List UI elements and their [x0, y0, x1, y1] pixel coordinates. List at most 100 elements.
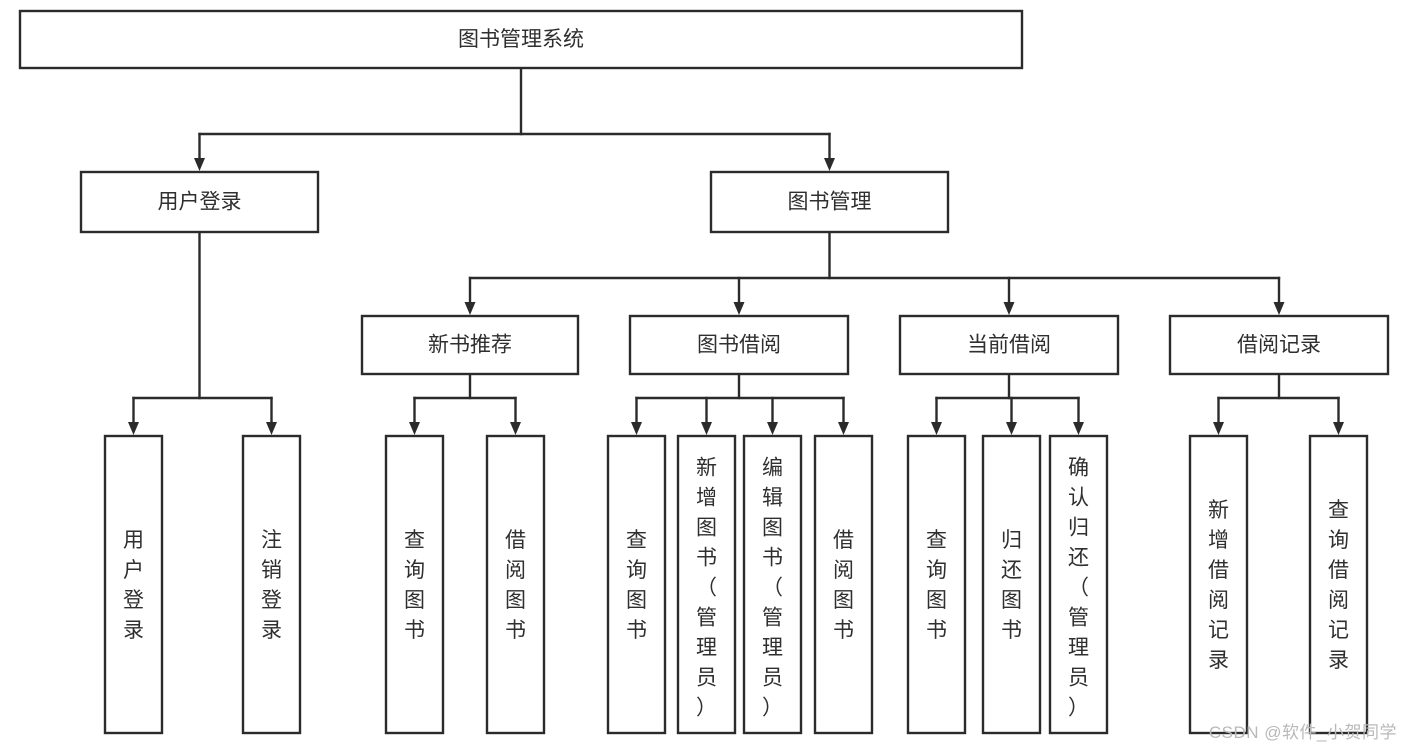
- node-label-char: 阅: [1208, 589, 1229, 612]
- node-label-char: 编: [762, 457, 783, 480]
- arrow-head-icon: [733, 302, 745, 315]
- node-label-char: （: [696, 577, 717, 600]
- node-label-char: 登: [261, 589, 282, 612]
- node-label: 当前借阅: [967, 334, 1051, 357]
- node-l3-borrow[interactable]: 图书借阅: [628, 314, 850, 376]
- node-label-char: 书: [626, 619, 647, 642]
- node-root[interactable]: 图书管理系统: [18, 9, 1024, 70]
- arrow-head-icon: [931, 422, 942, 435]
- node-label-char: 借: [833, 529, 854, 552]
- node-label-char: 增: [696, 487, 717, 510]
- node-label-char: 增: [1208, 529, 1229, 552]
- node-label: 图书管理系统: [458, 28, 584, 51]
- node-label-char: 户: [123, 559, 144, 582]
- node-label-char: 管: [696, 607, 717, 630]
- node-box: [103, 434, 164, 735]
- node-box: [18, 9, 1024, 70]
- node-label-char: 归: [1001, 529, 1022, 552]
- arrow-head-icon: [194, 158, 205, 171]
- node-box: [1168, 314, 1390, 376]
- node-box: [906, 434, 967, 735]
- node-box: [1048, 434, 1109, 735]
- edges-layer: [128, 66, 1344, 435]
- node-label-char: 查: [926, 529, 947, 552]
- node-label-char: 书: [505, 619, 526, 642]
- node-label: 用户登录: [158, 191, 242, 214]
- node-label-char: 借: [1208, 559, 1229, 582]
- node-label-char: 查: [404, 529, 425, 552]
- node-label-char: 归: [1068, 517, 1089, 540]
- node-label-char: （: [762, 577, 783, 600]
- arrow-head-icon: [767, 422, 778, 435]
- node-label-char: 书: [696, 547, 717, 570]
- node-label-char: 图: [926, 589, 947, 612]
- node-label-char: 图: [626, 589, 647, 612]
- node-label-char: 理: [696, 637, 717, 660]
- node-l2-user-login[interactable]: 用户登录: [79, 170, 320, 234]
- node-label-char: 询: [626, 559, 647, 582]
- node-box: [981, 434, 1042, 735]
- node-box: [709, 170, 950, 234]
- node-l2-book-manage[interactable]: 图书管理: [709, 170, 950, 234]
- csdn-watermark: CSDN @软件_小贺同学: [1208, 723, 1397, 742]
- node-label: 图书管理: [788, 191, 872, 214]
- node-label-char: 登: [123, 589, 144, 612]
- node-box: [742, 434, 803, 735]
- node-label-char: ）: [762, 697, 783, 720]
- node-box: [676, 434, 737, 735]
- node-label-char: 录: [123, 619, 144, 642]
- node-label-char: 认: [1068, 487, 1089, 510]
- node-label-char: 查: [1328, 499, 1349, 522]
- node-label-char: 图: [1001, 589, 1022, 612]
- node-label-char: 确: [1068, 457, 1089, 480]
- node-label-char: 还: [1068, 547, 1089, 570]
- node-label-char: （: [1068, 577, 1089, 600]
- node-label-char: 记: [1208, 619, 1229, 642]
- node-label: 借阅记录: [1237, 334, 1321, 357]
- node-l3-new-book[interactable]: 新书推荐: [360, 314, 580, 376]
- node-box: [1188, 434, 1249, 735]
- node-label-char: 销: [261, 559, 282, 582]
- node-label-char: 注: [261, 529, 282, 552]
- arrow-head-icon: [128, 422, 139, 435]
- node-label: 新书推荐: [428, 334, 512, 357]
- node-label-char: 书: [926, 619, 947, 642]
- arrow-head-icon: [464, 302, 476, 315]
- arrow-head-icon: [701, 422, 712, 435]
- arrow-head-icon: [824, 158, 835, 171]
- node-label-char: 新: [1208, 499, 1229, 522]
- arrow-head-icon: [1273, 302, 1285, 315]
- node-label-char: 还: [1001, 559, 1022, 582]
- arrow-head-icon: [1333, 422, 1344, 435]
- node-label-char: ）: [696, 697, 717, 720]
- node-label-char: 图: [505, 589, 526, 612]
- node-label-char: 图: [696, 517, 717, 540]
- node-label-char: 查: [626, 529, 647, 552]
- node-l3-record[interactable]: 借阅记录: [1168, 314, 1390, 376]
- node-box: [1308, 434, 1369, 735]
- node-label-char: 借: [505, 529, 526, 552]
- node-l3-current[interactable]: 当前借阅: [898, 314, 1120, 376]
- node-label: 图书借阅: [697, 334, 781, 357]
- node-box: [813, 434, 874, 735]
- node-label-char: ）: [1068, 697, 1089, 720]
- node-leaf-user-login[interactable]: 用户登录: [103, 434, 164, 735]
- node-label-char: 书: [1001, 619, 1022, 642]
- node-label-char: 录: [1208, 649, 1229, 672]
- node-box: [384, 434, 445, 735]
- node-label-char: 阅: [833, 559, 854, 582]
